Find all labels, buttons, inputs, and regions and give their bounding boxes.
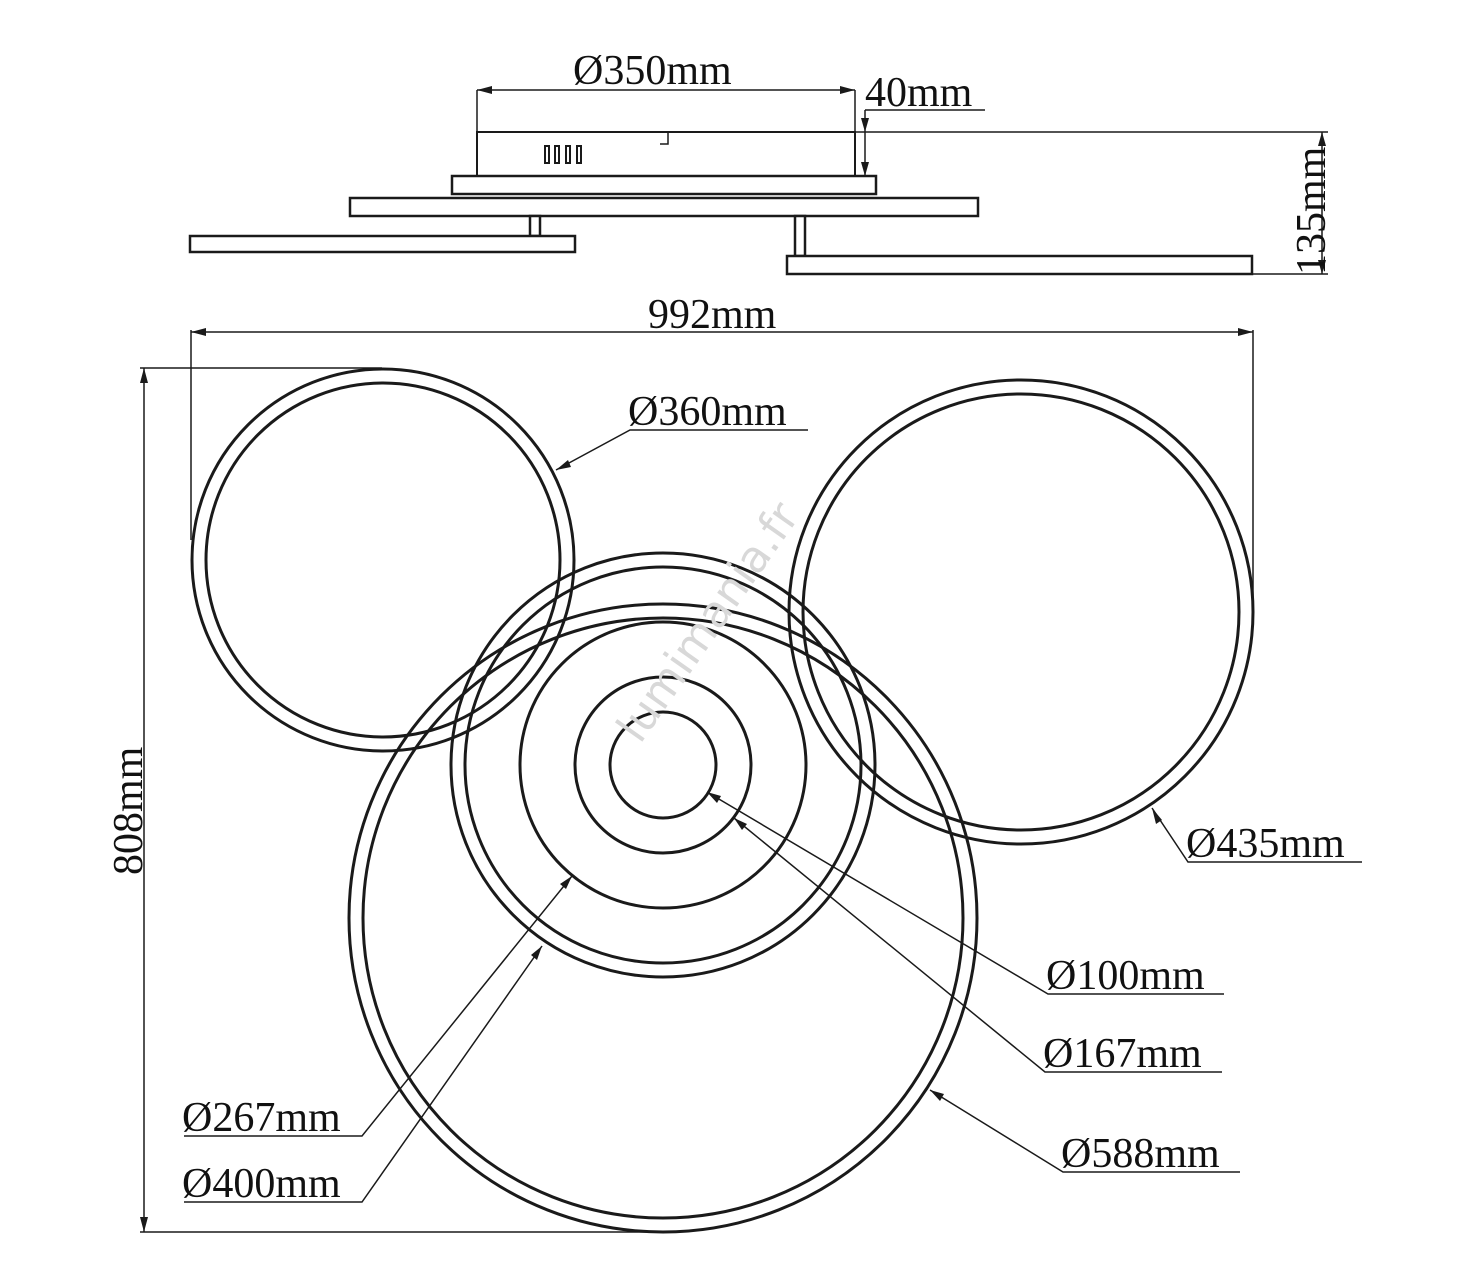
- leader-ring-400: Ø400mm: [182, 945, 543, 1207]
- ring-167: [573, 675, 753, 855]
- depth-label: 808mm: [106, 746, 152, 875]
- ring-360: [190, 367, 576, 753]
- canopy-box: [476, 131, 856, 177]
- canopy-height-label: 40mm: [865, 70, 973, 116]
- leader-ring-100: Ø100mm: [706, 791, 1224, 999]
- middle-plate: [348, 196, 980, 218]
- leader-ring-435: Ø435mm: [1151, 807, 1362, 867]
- total-height-label: 135mm: [1289, 146, 1335, 275]
- ring-435-label: Ø435mm: [1186, 821, 1345, 867]
- ring-100: [608, 710, 718, 820]
- leader-ring-267: Ø267mm: [182, 875, 573, 1141]
- side-view: Ø350mm 40mm 135mm: [188, 48, 1335, 276]
- dim-total-height: 135mm: [855, 131, 1335, 275]
- left-ring-profile: [188, 234, 577, 254]
- dim-width: 992mm: [190, 292, 1254, 610]
- leader-ring-360: Ø360mm: [555, 389, 808, 471]
- ring-400-label: Ø400mm: [182, 1161, 341, 1207]
- ring-400: [449, 551, 877, 979]
- ring-360-label: Ø360mm: [628, 389, 787, 435]
- ring-588-label: Ø588mm: [1061, 1131, 1220, 1177]
- ring-100-label: Ø100mm: [1046, 953, 1205, 999]
- dim-depth: 808mm: [106, 367, 663, 1233]
- dim-top-diameter: Ø350mm: [476, 48, 856, 132]
- top-diameter-label: Ø350mm: [573, 48, 732, 94]
- dim-canopy-height: 40mm: [861, 70, 985, 176]
- top-view: 992mm 808mm: [106, 292, 1362, 1234]
- width-label: 992mm: [648, 292, 777, 338]
- ring-167-label: Ø167mm: [1043, 1031, 1202, 1077]
- canopy-plate: [450, 174, 878, 196]
- left-stem: [528, 214, 542, 238]
- leader-ring-588: Ø588mm: [929, 1089, 1240, 1177]
- leader-ring-167: Ø167mm: [733, 817, 1222, 1077]
- watermark: lumimania.fr: [607, 492, 810, 751]
- ring-435: [787, 378, 1255, 846]
- ring-267-label: Ø267mm: [182, 1095, 341, 1141]
- ring-588: [347, 602, 979, 1234]
- right-ring-profile: [785, 254, 1254, 276]
- canopy-vents: [544, 145, 582, 164]
- right-stem: [793, 214, 807, 258]
- ring-267: [518, 620, 808, 910]
- canopy-clip: [660, 132, 669, 145]
